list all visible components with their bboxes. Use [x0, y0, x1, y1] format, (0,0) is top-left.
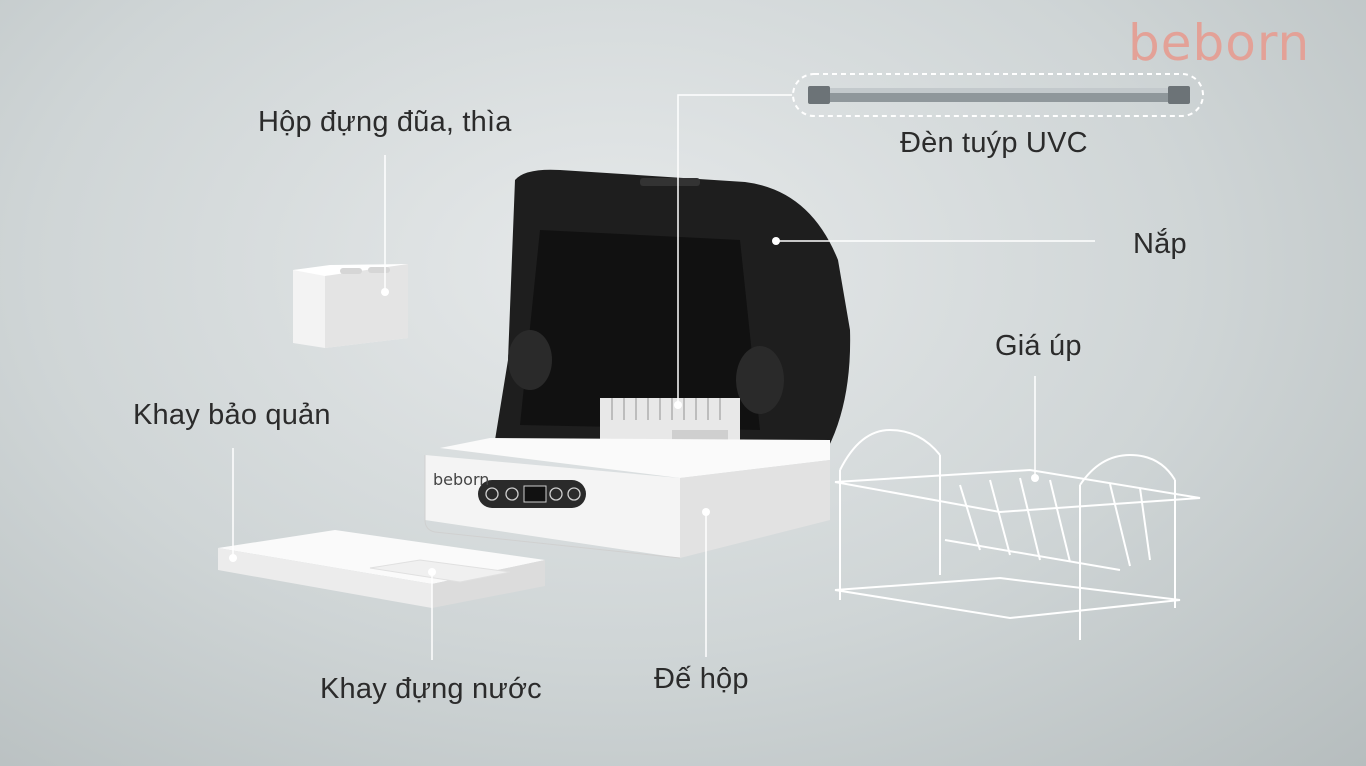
- dish-rack: [834, 428, 1201, 640]
- label-uvc-lamp: Đèn tuýp UVC: [900, 127, 1088, 159]
- label-base: Đế hộp: [654, 663, 749, 695]
- leader-dots: [229, 237, 1039, 576]
- lid: [495, 169, 851, 465]
- leader-uvc-lamp: [677, 94, 792, 405]
- label-lid: Nắp: [1133, 228, 1187, 260]
- leader-lines: [232, 94, 1095, 660]
- storage-tray: [218, 530, 545, 608]
- label-chopstick-box: Hộp đựng đũa, thìa: [258, 106, 512, 138]
- label-water-tray: Khay đựng nước: [320, 673, 542, 705]
- base-housing: [424, 438, 830, 559]
- brand-logo: beborn: [1128, 14, 1311, 72]
- uvc-lamp: [792, 73, 1204, 117]
- label-dish-rack: Giá úp: [995, 330, 1082, 362]
- product-logo: beborn: [433, 470, 490, 489]
- chopstick-box: [293, 264, 408, 348]
- label-storage-tray: Khay bảo quản: [133, 399, 331, 431]
